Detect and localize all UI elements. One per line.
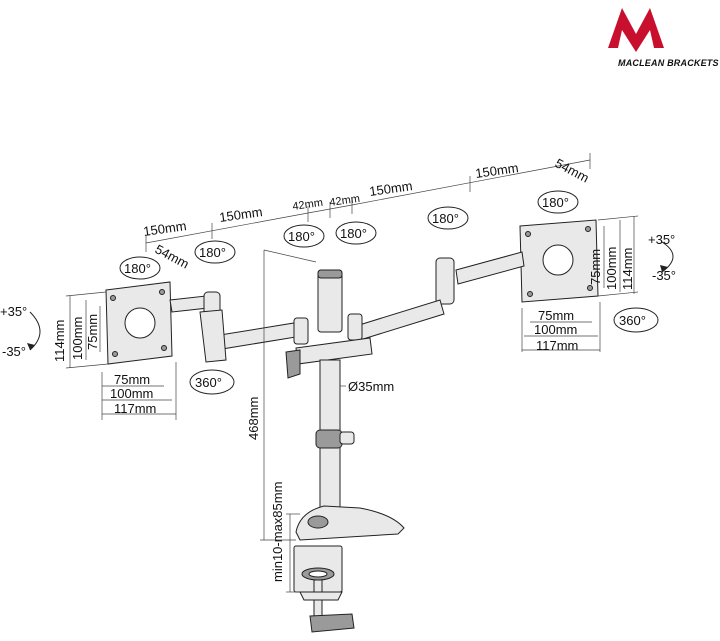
vesa-height-label: 75mm	[85, 314, 100, 350]
arm-length-label: 150mm	[218, 204, 263, 225]
left-tilt-indicator	[27, 311, 41, 351]
vesa-height-label: 100mm	[604, 247, 619, 290]
right-vesa-plate	[519, 215, 639, 352]
brand-logo-mark	[608, 8, 664, 52]
right-tilt-indicator	[660, 241, 674, 273]
arm-length-label: 150mm	[142, 218, 187, 239]
arm-length-label: 42mm	[292, 197, 324, 213]
rotation-label: 360°	[195, 375, 222, 390]
vesa-height-label: 114mm	[620, 248, 635, 290]
tilt-down-label: -35°	[652, 268, 676, 283]
swivel-label: 180°	[124, 261, 151, 276]
center-pole	[285, 269, 405, 541]
left-vesa-plate	[65, 281, 177, 420]
swivel-label: 180°	[542, 195, 569, 210]
vesa-height-label: 114mm	[52, 320, 67, 362]
vesa-width-label: 75mm	[114, 372, 150, 387]
swivel-indicators: 180° 180° 180° 180° 180° 180°	[119, 190, 579, 280]
pole-height-label: 468mm	[246, 397, 261, 440]
vesa-width-label: 117mm	[536, 338, 578, 353]
tilt-up-label: +35°	[0, 304, 27, 319]
left-arm	[169, 291, 309, 363]
rotation-label: 360°	[619, 313, 646, 328]
vesa-width-label: 75mm	[538, 308, 574, 323]
swivel-label: 180°	[199, 245, 226, 260]
pole-diameter-label: Ø35mm	[348, 379, 394, 394]
rotation-ring-right	[613, 307, 659, 333]
vesa-width-label: 117mm	[114, 401, 156, 416]
tilt-up-label: +35°	[648, 232, 675, 247]
clamp-range-label: min10-max85mm	[270, 482, 285, 582]
swivel-label: 180°	[288, 229, 315, 244]
arm-length-label: 150mm	[474, 160, 519, 181]
arm-length-label: 42mm	[329, 193, 361, 209]
height-dimension-line	[260, 249, 317, 593]
desk-clamp	[293, 545, 355, 633]
tilt-down-label: -35°	[2, 344, 26, 359]
vesa-height-label: 75mm	[588, 249, 603, 285]
top-dimension-lines	[145, 153, 591, 252]
vesa-width-label: 100mm	[534, 322, 577, 337]
rotation-ring-left	[189, 369, 235, 395]
vesa-height-label: 100mm	[70, 317, 85, 360]
arm-length-label: 150mm	[368, 178, 413, 199]
swivel-label: 180°	[340, 226, 367, 241]
vesa-width-label: 100mm	[110, 386, 153, 401]
vesa-depth-label: 54mm	[553, 155, 592, 185]
brand-name: MACLEAN BRACKETS	[618, 58, 719, 68]
right-arm	[347, 251, 525, 341]
brand-logo: MACLEAN BRACKETS	[608, 8, 719, 68]
swivel-label: 180°	[432, 211, 459, 226]
